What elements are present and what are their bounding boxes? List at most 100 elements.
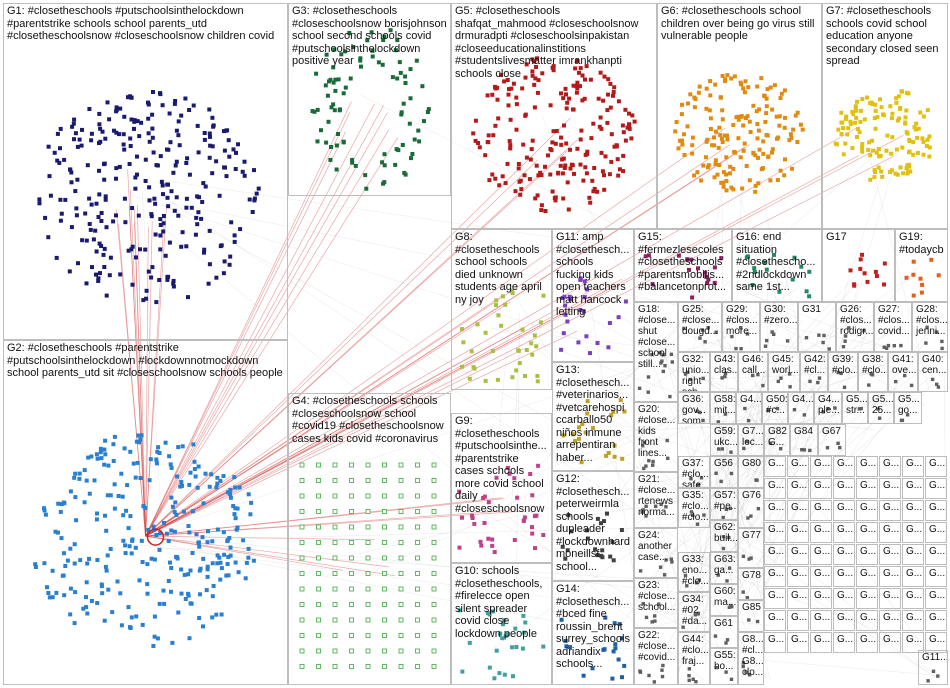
graph-node [123,220,128,225]
graph-node [155,163,160,168]
graph-edge [601,412,764,571]
graph-node [410,151,415,156]
graph-node [173,163,178,168]
graph-node [185,156,190,161]
small-group-label: G... [860,590,877,601]
graph-node [314,71,319,76]
graph-node [139,538,144,543]
graph-node [224,573,229,578]
group-g78: G78 [738,568,764,600]
graph-node [153,201,158,206]
cross-group-edge [145,146,746,537]
group-g20: G20: #close... kids front lines... [634,402,678,472]
graph-node [153,232,158,237]
graph-node [165,195,170,200]
group-g36: G36: gov... som... [678,392,710,424]
graph-node [96,276,101,281]
graph-node [152,614,157,619]
cross-group-edge [127,169,146,537]
small-group-cell: G... [925,544,947,565]
graph-node [187,530,192,535]
graph-edge [723,427,739,572]
graph-node [149,556,154,561]
graph-node [348,76,353,81]
graph-node [45,585,50,590]
small-group-label: G... [791,502,808,513]
graph-node [233,166,238,171]
graph-node [401,101,406,106]
graph-node [151,150,156,155]
graph-edge [590,645,942,676]
graph-node [251,168,256,173]
graph-node [331,80,336,85]
graph-node [122,446,127,451]
small-group-cell: G... [810,522,832,543]
small-group-cell: G... [764,478,786,499]
graph-node [58,509,63,514]
group-label: G18: #close... shut #close... school sti… [638,304,678,370]
graph-edge [495,313,876,512]
graph-node [99,456,104,461]
graph-node [105,553,110,558]
graph-node [224,174,229,179]
cross-group-edge [145,326,525,537]
small-group-cell: G... [833,456,855,477]
group-g29: G29: #clos... more... [722,302,760,352]
graph-edge [795,271,917,359]
small-group-label: G... [860,568,877,579]
graph-node [231,147,236,152]
graph-edge [713,348,849,458]
group-label: G28: #clos... jenni... [916,304,948,337]
graph-node [228,553,233,558]
graph-node [426,107,431,112]
graph-edge [688,650,736,660]
graph-node [363,173,368,178]
small-group-cell: G... [856,456,878,477]
group-g35: G35: #clo... #clo... [678,488,710,528]
small-group-cell: G... [810,588,832,609]
graph-node [84,281,89,286]
group-g51: G5... 25... [868,392,894,424]
graph-node [101,252,106,257]
cross-group-edge [145,226,149,537]
cross-group-edge [134,209,146,537]
graph-node [80,127,85,132]
group-label: G8... #cl... G8... clo... [742,634,764,678]
graph-node [170,640,175,645]
graph-edge [581,313,783,424]
graph-node [100,591,105,596]
graph-node [205,564,210,569]
graph-node [119,623,124,628]
small-group-label: G... [768,458,785,469]
graph-node [184,160,189,165]
graph-node [167,111,172,116]
group-label: G85 [742,602,761,613]
cross-group-edge [145,144,751,537]
graph-node [148,457,153,462]
group-g31: G31 [798,302,836,352]
graph-node [328,157,333,162]
graph-node [160,103,165,108]
graph-node [77,137,82,142]
group-g47: G4... [736,392,762,424]
graph-node [180,444,185,449]
graph-node [50,595,55,600]
graph-node [222,165,227,170]
graph-node [209,472,214,477]
cross-group-edge [145,155,859,537]
graph-node [163,440,168,445]
small-group-cell: G... [879,566,901,587]
graph-edge [706,429,758,542]
graph-edge [518,328,904,481]
graph-node [121,132,126,137]
graph-edge [653,367,747,596]
graph-node [133,255,138,260]
graph-node [160,183,165,188]
group-g18: G18: #close... shut #close... school sti… [634,302,678,402]
cross-group-edge [145,215,165,537]
graph-node [214,275,219,280]
graph-node [227,154,232,159]
graph-node [95,511,100,516]
graph-node [85,611,90,616]
small-group-cell: G... [787,456,809,477]
